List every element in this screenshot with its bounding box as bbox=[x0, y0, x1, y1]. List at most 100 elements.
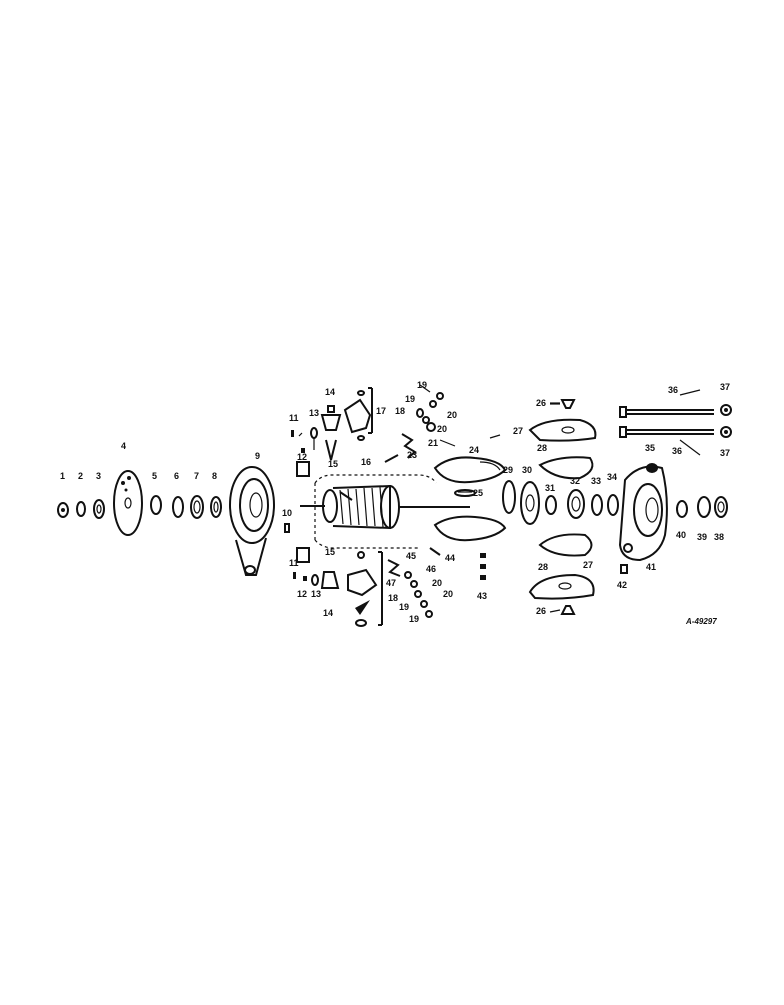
callout-45: 45 bbox=[406, 551, 416, 561]
springs-lower bbox=[387, 559, 433, 618]
callout-21: 21 bbox=[428, 438, 438, 448]
part-17-brush-holder-upper bbox=[343, 387, 373, 441]
callout-11-upper: 11 bbox=[289, 413, 299, 423]
callout-34: 34 bbox=[607, 472, 617, 482]
part-30-bushing bbox=[520, 481, 540, 525]
part-39-washer bbox=[697, 496, 711, 518]
callout-19-c: 19 bbox=[399, 602, 409, 612]
part-26-screw-lower bbox=[560, 605, 576, 615]
callout-4: 4 bbox=[121, 441, 126, 451]
part-9-end-frame bbox=[229, 466, 275, 576]
callout-24: 24 bbox=[469, 445, 479, 455]
callout-18-a: 18 bbox=[395, 406, 405, 416]
part-25-shaft-washer bbox=[454, 489, 476, 497]
part-27-pole-shoe-lower bbox=[528, 573, 595, 600]
part-36-through-bolt-lower bbox=[619, 426, 732, 438]
callout-1: 1 bbox=[60, 471, 65, 481]
part-24-field-coil-upper bbox=[433, 456, 507, 484]
callout-27-upper: 27 bbox=[513, 426, 523, 436]
part-38-nut bbox=[714, 496, 728, 518]
callout-16: 16 bbox=[361, 457, 371, 467]
callout-28-lower: 28 bbox=[538, 562, 548, 572]
callout-38: 38 bbox=[714, 532, 724, 542]
callout-42: 42 bbox=[617, 580, 627, 590]
part-36-through-bolt-upper bbox=[619, 404, 732, 418]
callout-27-lower: 27 bbox=[583, 560, 593, 570]
leader-lines bbox=[298, 384, 701, 613]
armature bbox=[300, 484, 470, 530]
brush-parts-upper bbox=[291, 405, 342, 477]
callout-37-upper: 37 bbox=[720, 382, 730, 392]
callout-13-upper: 13 bbox=[309, 408, 319, 418]
callout-26-upper: 26 bbox=[536, 398, 546, 408]
callout-23: 23 bbox=[407, 450, 417, 460]
callout-36-upper: 36 bbox=[668, 385, 678, 395]
callout-44: 44 bbox=[445, 553, 455, 563]
part-16-field-frame bbox=[314, 474, 437, 549]
callout-10: 10 bbox=[282, 508, 292, 518]
part-42-pin bbox=[620, 564, 628, 574]
callout-26-lower: 26 bbox=[536, 606, 546, 616]
part-17-brush-holder-lower bbox=[347, 551, 383, 627]
callout-20-d: 20 bbox=[443, 589, 453, 599]
callout-31: 31 bbox=[545, 483, 555, 493]
callout-20-a: 20 bbox=[447, 410, 457, 420]
callout-40: 40 bbox=[676, 530, 686, 540]
callout-9: 9 bbox=[255, 451, 260, 461]
callout-43: 43 bbox=[477, 591, 487, 601]
callout-39: 39 bbox=[697, 532, 707, 542]
part-1-nut bbox=[57, 502, 69, 518]
part-10-pin bbox=[284, 523, 290, 533]
callout-15-upper: 15 bbox=[328, 459, 338, 469]
callout-8: 8 bbox=[212, 471, 217, 481]
callout-19-b: 19 bbox=[405, 394, 415, 404]
callout-7: 7 bbox=[194, 471, 199, 481]
callout-32: 32 bbox=[570, 476, 580, 486]
callout-25: 25 bbox=[473, 488, 483, 498]
callout-2: 2 bbox=[78, 471, 83, 481]
part-41-drive-end-frame bbox=[618, 465, 668, 562]
callout-19-a: 19 bbox=[417, 380, 427, 390]
callout-41: 41 bbox=[646, 562, 656, 572]
part-29-washer bbox=[502, 480, 516, 514]
part-44-screw bbox=[429, 547, 441, 556]
part-28-pole-shoe-upper bbox=[538, 456, 594, 480]
part-2-washer bbox=[76, 501, 86, 517]
callout-labels: 1 2 3 4 5 6 7 8 9 10 11 12 13 14 15 11 1… bbox=[60, 380, 730, 626]
part-6-washer bbox=[172, 496, 184, 518]
callout-20-b: 20 bbox=[437, 424, 447, 434]
callout-12-lower: 12 bbox=[297, 589, 307, 599]
field-coil-lower bbox=[433, 515, 507, 542]
callout-36-lower: 36 bbox=[672, 446, 682, 456]
part-35-plug bbox=[646, 463, 658, 473]
springs-upper bbox=[384, 392, 444, 463]
part-40-bushing bbox=[676, 500, 688, 518]
callout-37-lower: 37 bbox=[720, 448, 730, 458]
part-27-pole-shoe-upper bbox=[528, 418, 597, 442]
callout-28-upper: 28 bbox=[537, 443, 547, 453]
callout-12-upper: 12 bbox=[297, 452, 307, 462]
drawing-number: A-49297 bbox=[685, 617, 717, 626]
callout-6: 6 bbox=[174, 471, 179, 481]
brush-parts-lower bbox=[293, 547, 340, 589]
part-43-screws bbox=[480, 553, 486, 580]
callout-19-d: 19 bbox=[409, 614, 419, 624]
part-8-washer bbox=[210, 496, 222, 518]
callout-46: 46 bbox=[426, 564, 436, 574]
callout-20-c: 20 bbox=[432, 578, 442, 588]
part-28-pole-shoe-lower bbox=[538, 533, 593, 557]
callout-14-lower: 14 bbox=[323, 608, 333, 618]
callout-3: 3 bbox=[96, 471, 101, 481]
part-32-bearing bbox=[567, 489, 585, 519]
callout-13-lower: 13 bbox=[311, 589, 321, 599]
callout-17: 17 bbox=[376, 406, 386, 416]
callout-15-lower: 15 bbox=[325, 547, 335, 557]
callout-29: 29 bbox=[503, 465, 513, 475]
part-4-cover-plate bbox=[113, 470, 143, 536]
part-26-screw-upper bbox=[560, 399, 576, 409]
callout-47: 47 bbox=[386, 578, 396, 588]
callout-18-b: 18 bbox=[388, 593, 398, 603]
part-3-washer bbox=[93, 499, 105, 519]
